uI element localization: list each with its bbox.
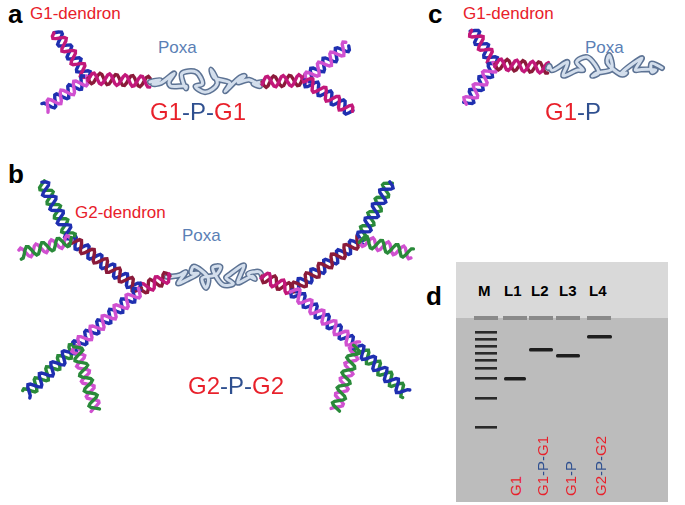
panel-letter: a	[8, 0, 22, 30]
dna-strand	[261, 273, 292, 293]
polymer-chain	[150, 69, 262, 92]
ladder-band	[475, 359, 497, 362]
dna-strand	[52, 33, 90, 78]
sample-band	[587, 335, 612, 339]
dna-strand	[78, 288, 140, 350]
dna-strand	[359, 236, 413, 257]
dendron-label: G2-dendron	[75, 203, 166, 223]
dna-strand	[305, 42, 346, 82]
sample-label: G1-P	[562, 461, 579, 496]
gel-image	[456, 262, 668, 502]
ladder-band	[475, 397, 497, 400]
lane-label: L4	[589, 282, 607, 299]
dna-strand	[74, 347, 100, 409]
sample-band	[556, 354, 580, 358]
sample-label: G2-P-G2	[592, 436, 609, 496]
polymer-chain	[548, 55, 662, 76]
sample-label: G1	[507, 476, 524, 496]
dna-strand	[470, 30, 497, 64]
lane-label: M	[478, 282, 491, 299]
dna-strand	[470, 30, 497, 63]
gel-well	[587, 316, 611, 320]
dna-strand	[69, 240, 142, 292]
ladder-band	[475, 331, 497, 334]
dna-strand	[47, 76, 87, 112]
dna-strand	[290, 289, 359, 345]
dna-strand	[72, 346, 99, 412]
lane-label: L1	[504, 282, 522, 299]
dna-strand	[304, 78, 353, 111]
dna-strand	[21, 238, 71, 260]
dna-strand	[88, 73, 150, 87]
gel-well	[529, 316, 553, 320]
dendron-label: G1-dendron	[30, 4, 121, 24]
dna-strand	[28, 344, 77, 398]
dna-strand	[464, 63, 497, 105]
sample-label: G1-P-G1	[534, 436, 551, 496]
gel-well	[556, 316, 580, 320]
ladder-band	[475, 367, 497, 370]
polymer-label: Poxa	[585, 38, 624, 58]
panel-letter: b	[8, 160, 24, 190]
dendron-label: G1-dendron	[463, 4, 554, 24]
construct-name: G1-P	[545, 98, 601, 126]
dna-strand	[42, 182, 74, 239]
sample-band	[529, 348, 553, 352]
dna-strand	[358, 182, 394, 241]
dna-strand	[262, 75, 305, 87]
ladder-band	[475, 338, 497, 341]
dna-strand	[140, 274, 169, 290]
gel-well	[503, 316, 527, 320]
ladder-band	[475, 426, 497, 429]
polymer-label: Poxa	[158, 38, 197, 58]
polymer-chain	[167, 265, 262, 288]
dna-strand	[292, 236, 358, 292]
sample-band	[504, 377, 526, 381]
dna-strand	[139, 273, 170, 293]
lane-label: L2	[531, 282, 549, 299]
ladder-band	[475, 345, 497, 348]
gel-body	[456, 318, 668, 502]
polymer-label: Poxa	[182, 226, 221, 246]
polymer-outline	[548, 55, 662, 76]
dna-strand	[262, 75, 305, 87]
polymer-outline	[167, 265, 262, 288]
ladder-band	[475, 352, 497, 355]
dna-strand	[495, 59, 548, 73]
ladder-band	[475, 377, 497, 380]
dna-strand	[333, 345, 360, 411]
dna-strand	[40, 181, 75, 240]
panel-letter: d	[426, 282, 442, 312]
lane-label: L3	[559, 282, 577, 299]
polymer-outline	[150, 69, 262, 92]
dna-strand	[354, 345, 410, 392]
dna-strand	[88, 73, 150, 86]
panel-letter: c	[428, 0, 442, 30]
construct-name: G2-P-G2	[188, 372, 284, 400]
gel-well	[474, 316, 498, 320]
dna-strand	[495, 59, 549, 73]
construct-name: G1-P-G1	[150, 98, 246, 126]
